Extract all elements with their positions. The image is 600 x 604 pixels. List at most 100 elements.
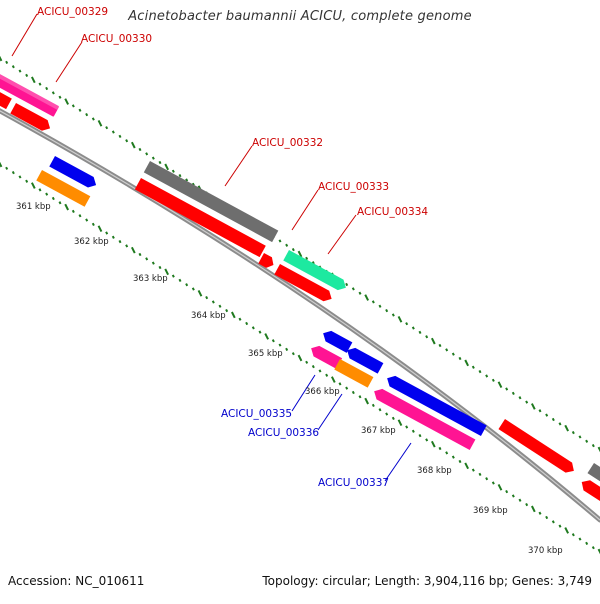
- tick-mark: [51, 91, 55, 95]
- scale-label-365: 365 kbp: [248, 349, 283, 359]
- tick-mark: [71, 104, 75, 108]
- tick-mark: [538, 409, 542, 413]
- gene-ACICU_00336-arrow[interactable]: [334, 359, 374, 388]
- gene-ACICU_00332-arrow[interactable]: [143, 161, 279, 243]
- tick-mark: [158, 265, 162, 270]
- tick-mark: [558, 422, 562, 426]
- tick-mark: [545, 413, 549, 417]
- tick-mark: [458, 356, 462, 361]
- tick-mark: [125, 244, 129, 248]
- gene-label-00329[interactable]: ACICU_00329: [37, 6, 108, 18]
- gene-ACICU_00329-arrow[interactable]: [0, 72, 60, 117]
- gene-red-arrow-b[interactable]: [134, 178, 266, 258]
- tick-mark: [591, 546, 595, 550]
- tick-mark: [318, 369, 322, 373]
- tick-mark: [45, 192, 49, 196]
- tick-mark: [545, 515, 549, 520]
- topology-info-text: Topology: circular; Length: 3,904,116 bp…: [262, 574, 592, 588]
- tick-mark: [58, 201, 62, 205]
- tick-mark: [485, 374, 489, 378]
- tick-mark: [64, 98, 70, 105]
- tick-mark: [118, 239, 122, 244]
- tick-mark: [18, 175, 22, 179]
- tick-mark: [511, 494, 515, 498]
- gene-ACICU_00333-arrow[interactable]: [283, 250, 348, 293]
- tick-mark: [185, 178, 189, 182]
- gene-label-00332[interactable]: ACICU_00332: [252, 137, 323, 149]
- gene-label-00335[interactable]: ACICU_00335: [221, 408, 292, 420]
- gene-orange-arrow-a[interactable]: [36, 170, 91, 207]
- tick-mark: [225, 308, 229, 313]
- gene-ACICU_00330-arrow[interactable]: [0, 90, 12, 110]
- tick-mark: [591, 444, 595, 448]
- gene-blue-arrow-a[interactable]: [49, 156, 99, 190]
- leader-line-00337: [384, 442, 412, 482]
- gene-label-00333[interactable]: ACICU_00333: [318, 181, 389, 193]
- tick-mark: [571, 533, 575, 537]
- gene-ACICU_00337-arrow[interactable]: [371, 386, 476, 450]
- tick-mark: [97, 225, 103, 232]
- tick-mark: [425, 335, 429, 339]
- tick-mark: [358, 291, 362, 295]
- tick-mark: [118, 134, 122, 139]
- tick-mark: [111, 235, 115, 239]
- tick-mark: [25, 179, 29, 183]
- tick-mark: [364, 294, 370, 301]
- leader-line-00330: [55, 41, 83, 83]
- tick-mark: [171, 169, 175, 173]
- gene-ACICU_00335-arrow[interactable]: [308, 343, 343, 369]
- tick-mark: [397, 419, 403, 426]
- tick-mark: [445, 451, 449, 455]
- tick-mark: [325, 373, 329, 377]
- tick-mark: [530, 403, 536, 410]
- tick-mark: [25, 73, 29, 78]
- gene-blue-arrow-c[interactable]: [344, 345, 384, 374]
- tick-mark: [351, 287, 355, 291]
- tick-mark: [364, 397, 370, 405]
- gene-blue-arrow-d[interactable]: [384, 373, 487, 437]
- tick-mark: [445, 348, 449, 352]
- tick-mark: [218, 304, 222, 308]
- tick-mark: [125, 139, 129, 143]
- tick-mark: [171, 274, 175, 278]
- gene-label-00337[interactable]: ACICU_00337: [318, 477, 389, 489]
- tick-mark: [64, 203, 70, 211]
- tick-mark: [551, 520, 555, 524]
- tick-mark: [51, 196, 55, 201]
- tick-mark: [18, 69, 22, 73]
- gene-label-00330[interactable]: ACICU_00330: [81, 33, 152, 45]
- tick-mark: [278, 239, 282, 243]
- inner-tick-ring: [0, 161, 600, 555]
- tick-mark: [264, 333, 270, 340]
- tick-mark: [211, 300, 215, 304]
- gene-red-arrow-a[interactable]: [10, 103, 53, 134]
- tick-mark: [491, 378, 495, 382]
- tick-mark: [385, 309, 389, 313]
- tick-mark: [418, 330, 422, 335]
- gene-red-arrow-e[interactable]: [578, 477, 600, 504]
- gene-label-00334[interactable]: ACICU_00334: [357, 206, 428, 218]
- tick-mark: [564, 424, 570, 432]
- scale-label-361: 361 kbp: [16, 202, 51, 212]
- tick-mark: [371, 403, 375, 408]
- gene-ACICU_00334-arrow[interactable]: [274, 264, 334, 304]
- scale-label-367: 367 kbp: [361, 426, 396, 436]
- tick-mark: [530, 505, 536, 513]
- gene-label-00336[interactable]: ACICU_00336: [248, 427, 319, 439]
- tick-mark: [505, 490, 509, 494]
- gene-blue-arrow-b[interactable]: [320, 328, 353, 353]
- gene-red-arrow-c[interactable]: [258, 253, 276, 270]
- leader-line-00333: [291, 189, 319, 231]
- gene-red-arrow-d[interactable]: [498, 419, 577, 476]
- tick-mark: [151, 156, 155, 160]
- tick-mark: [0, 55, 3, 62]
- tick-mark: [11, 65, 15, 69]
- scale-label-369: 369 kbp: [473, 506, 508, 516]
- tick-mark: [91, 117, 95, 121]
- tick-mark: [418, 433, 422, 438]
- gene-gray-arrow-b[interactable]: [587, 463, 600, 484]
- scale-label-362: 362 kbp: [74, 237, 109, 247]
- tick-mark: [5, 166, 9, 170]
- tick-mark: [430, 337, 436, 345]
